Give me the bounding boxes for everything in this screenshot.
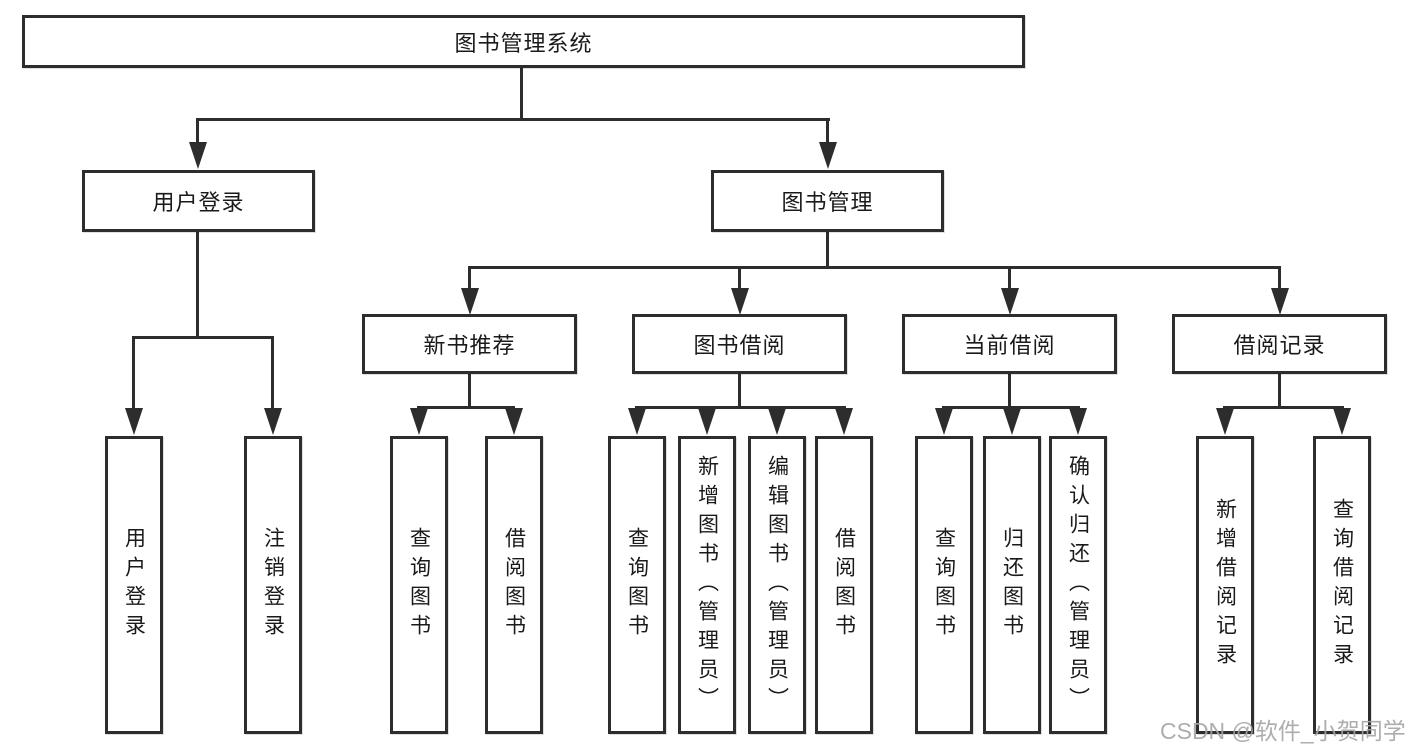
connector-records-stem [1278,374,1281,407]
arrowhead-newbook [461,288,479,315]
node-new-book-recommendation: 新书推荐 [362,314,577,374]
leaf-borrow-books-borrowing-label: 借阅图书 [832,527,856,643]
leaf-add-borrow-record: 新增借阅记录 [1196,436,1254,734]
leaf-borrow-books-recommend-label: 借阅图书 [502,527,526,643]
arrowhead-current [1001,288,1019,315]
connector-user-login-rail [132,336,274,339]
arrowhead-leaf-borrow-1 [505,408,523,435]
arrowhead-leaf-query-1 [410,408,428,435]
arrowhead-leaf-edit-book [768,408,786,435]
arrowhead-leaf-confirm-return [1069,408,1087,435]
arrowhead-book-mgmt [819,142,837,169]
leaf-edit-books-admin-label: 编辑图书（管理员） [765,454,789,716]
node-book-management: 图书管理 [711,170,944,232]
node-book-borrowing-label: 图书借阅 [693,333,786,358]
connector-records-rail [1223,406,1344,409]
leaf-add-books-admin: 新增图书（管理员） [678,436,736,734]
connector-borrowing-drop [738,268,741,288]
connector-newbook-stem [468,374,471,407]
arrowhead-leaf-add-record [1216,408,1234,435]
leaf-return-books: 归还图书 [983,436,1041,734]
leaf-user-login-label: 用户登录 [122,527,146,643]
leaf-query-borrow-record: 查询借阅记录 [1313,436,1371,734]
leaf-query-books-current: 查询图书 [915,436,973,734]
arrowhead-leaf-query-2 [628,408,646,435]
leaf-borrow-books-borrowing: 借阅图书 [815,436,873,734]
connector-leaf-login-drop [132,336,135,408]
leaf-query-books-borrowing: 查询图书 [608,436,666,734]
leaf-user-login: 用户登录 [105,436,163,734]
node-book-borrowing: 图书借阅 [632,314,847,374]
arrowhead-leaf-borrow-2 [835,408,853,435]
leaf-edit-books-admin: 编辑图书（管理员） [748,436,806,734]
node-root-label: 图书管理系统 [454,30,593,56]
leaf-logout-label: 注销登录 [261,527,285,643]
leaf-query-books-borrowing-label: 查询图书 [625,527,649,643]
connector-current-rail [942,406,1080,409]
arrowhead-leaf-query-record [1333,408,1351,435]
node-borrowing-records-label: 借阅记录 [1233,333,1326,358]
connector-level3-rail [468,266,1281,269]
leaf-borrow-books-recommend: 借阅图书 [485,436,543,734]
arrowhead-leaf-add-book [698,408,716,435]
arrowhead-records [1271,288,1289,315]
connector-book-mgmt-drop [826,120,829,142]
connector-newbook-drop [468,268,471,288]
arrowhead-user-login [189,142,207,169]
leaf-add-borrow-record-label: 新增借阅记录 [1213,498,1237,672]
leaf-return-books-label: 归还图书 [1000,527,1024,643]
node-user-login: 用户登录 [82,170,315,232]
connector-user-login-stem [196,232,199,337]
connector-level2-rail [196,118,830,121]
arrowhead-leaf-return [1003,408,1021,435]
connector-current-stem [1008,374,1011,407]
connector-book-mgmt-stem [826,232,829,268]
connector-borrowing-stem [738,374,741,407]
connector-user-login-drop [196,120,199,142]
node-current-borrowing: 当前借阅 [902,314,1117,374]
connector-newbook-rail [417,406,515,409]
connector-records-drop [1278,268,1281,288]
arrowhead-borrowing [731,288,749,315]
node-current-borrowing-label: 当前借阅 [963,333,1056,358]
arrowhead-leaf-query-3 [935,408,953,435]
leaf-query-books-recommend: 查询图书 [390,436,448,734]
node-root: 图书管理系统 [22,15,1025,68]
node-user-login-label: 用户登录 [152,190,245,215]
leaf-query-books-recommend-label: 查询图书 [407,527,431,643]
leaf-query-borrow-record-label: 查询借阅记录 [1330,498,1354,672]
arrowhead-leaf-login [125,408,143,435]
connector-root-stem [520,68,523,120]
node-book-management-label: 图书管理 [781,190,874,215]
node-borrowing-records: 借阅记录 [1172,314,1387,374]
connector-current-drop [1008,268,1011,288]
leaf-query-books-current-label: 查询图书 [932,527,956,643]
connector-leaf-logout-drop [271,336,274,408]
leaf-confirm-return-admin: 确认归还（管理员） [1049,436,1107,734]
leaf-logout: 注销登录 [244,436,302,734]
watermark: CSDN @软件_小贺同学 [1160,718,1405,744]
arrowhead-leaf-logout [264,408,282,435]
connector-borrowing-rail [635,406,846,409]
node-new-book-recommendation-label: 新书推荐 [423,333,516,358]
leaf-confirm-return-admin-label: 确认归还（管理员） [1066,454,1090,716]
leaf-add-books-admin-label: 新增图书（管理员） [695,454,719,716]
